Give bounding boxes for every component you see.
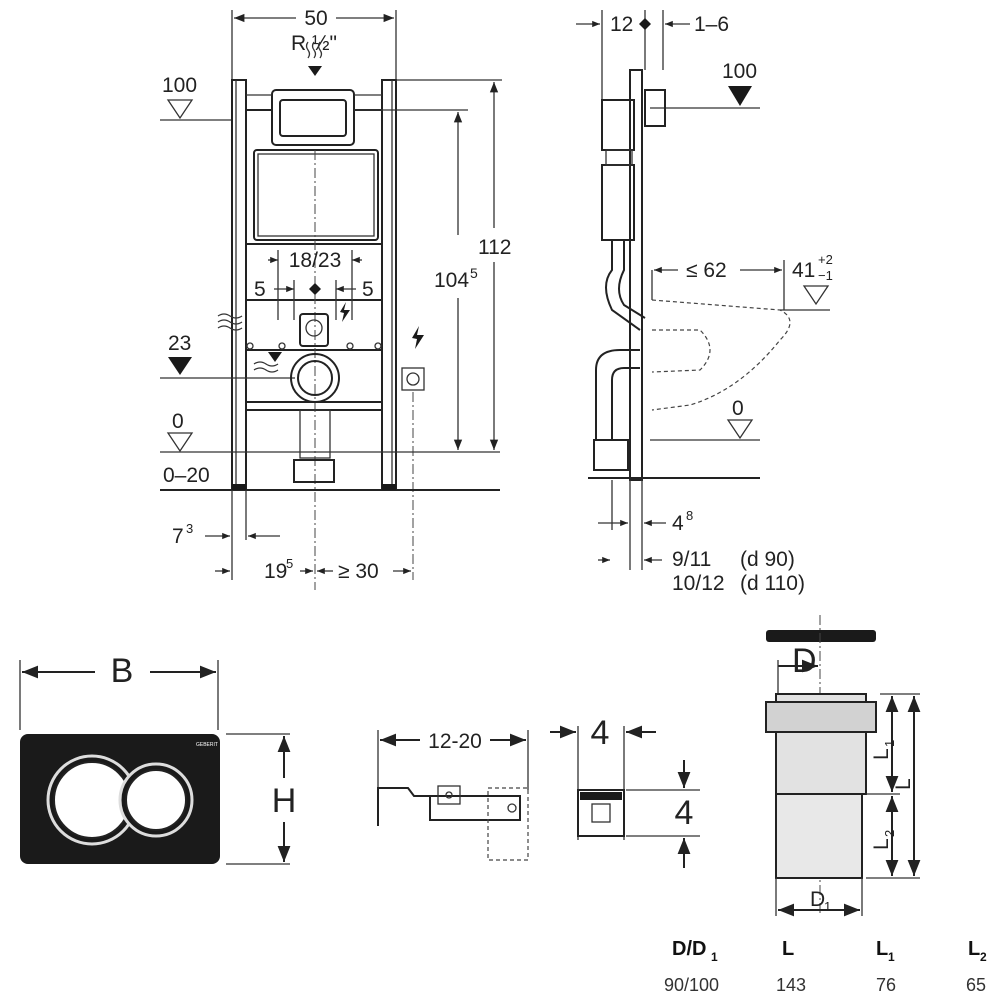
flush-plate: B GEBERIT H	[19, 652, 297, 865]
side-view: 12 1–6 100 ≤ 62 41 +2 −1	[576, 10, 833, 595]
dim-4-sup: 8	[686, 508, 693, 523]
side-level-100-label: 100	[722, 60, 757, 83]
dim-9-11-note: (d 90)	[740, 548, 795, 571]
front-view: 50 R ½" 100	[160, 7, 511, 590]
dim-19-sup: 5	[286, 556, 293, 571]
dim-9-11: 9/11	[672, 548, 711, 571]
dim-5-right: 5	[362, 278, 374, 301]
level-triangle-open	[166, 99, 194, 120]
table-header-d-d1-sub: 1	[711, 950, 718, 964]
plate-width-label: B	[111, 652, 134, 690]
table-cell-l: 143	[776, 975, 806, 995]
dimension-table: D/D 1 L L 1 L 2 90/100 143 76 65	[664, 938, 987, 995]
level-0-label: 0	[172, 410, 184, 433]
dim-10-12-note: (d 110)	[740, 572, 805, 595]
dim-4: 4	[672, 512, 684, 535]
level-23-label: 23	[168, 332, 191, 355]
side-level-0-label: 0	[732, 397, 744, 420]
pipe-d1-sub: 1	[824, 899, 831, 914]
dim-1-6: 1–6	[694, 13, 729, 36]
table-cell-l2: 65	[966, 975, 986, 995]
dim-41-tol-down: −1	[818, 268, 833, 283]
bracket-dim-height: 4	[675, 794, 694, 832]
drain-water-icon	[253, 352, 282, 373]
table-cell-d-d1: 90/100	[664, 975, 719, 995]
pipe-d-label: D	[792, 642, 817, 680]
water-supply-icon	[305, 41, 323, 76]
level-0-20-label: 0–20	[163, 464, 210, 487]
electric-icon	[340, 302, 350, 322]
dim-7: 7	[172, 525, 184, 548]
mounting-bracket: 12-20 4 4	[377, 714, 700, 868]
dim-19: 19	[264, 560, 287, 583]
pipe-l2-sub: 2	[882, 830, 897, 837]
bracket-dim-width: 4	[591, 714, 610, 752]
dim-41: 41	[792, 259, 815, 282]
dim-10-12: 10/12	[672, 572, 725, 595]
table-header-d-d1: D/D	[672, 938, 706, 960]
pipe-l1-label: L	[870, 748, 893, 760]
dim-41-tol-up: +2	[818, 252, 833, 267]
level-100-label: 100	[162, 74, 197, 97]
pipe-spigot	[775, 793, 863, 879]
pipe-l2-label: L	[870, 838, 893, 850]
table-cell-l1: 76	[876, 975, 896, 995]
connection-pipe: D L 1 L 2 L D 1	[765, 615, 921, 917]
table-header-l1-sub: 1	[888, 950, 895, 964]
dim-height-112: 112	[478, 236, 511, 259]
dim-height-104-sup: 5	[470, 265, 478, 281]
electrical-box	[401, 326, 425, 580]
dim-12: 12	[610, 13, 633, 36]
table-header-l2-sub: 2	[980, 950, 987, 964]
dim-18-23: 18/23	[289, 249, 342, 272]
dim-ge30: ≥ 30	[338, 560, 379, 583]
plate-brand: GEBERIT	[196, 742, 218, 748]
dim-7-sup: 3	[186, 521, 193, 536]
dim-thread: R ½"	[291, 32, 337, 55]
dim-le62: ≤ 62	[686, 259, 727, 282]
water-connection-icon	[217, 313, 243, 331]
pipe-d1-label: D	[810, 888, 825, 911]
table-row: 90/100 143 76 65	[664, 975, 986, 995]
pipe-l1-sub: 1	[882, 740, 897, 747]
table-header-l1: L	[876, 938, 888, 960]
table-header: D/D 1 L L 1 L 2	[672, 938, 987, 964]
bracket-dim-range: 12-20	[428, 730, 482, 753]
level-triangle-filled	[168, 357, 192, 375]
table-header-l2: L	[968, 938, 980, 960]
pipe-l-label: L	[892, 778, 915, 790]
dim-width-50: 50	[304, 7, 327, 30]
dim-height-104: 104	[434, 269, 469, 292]
plate-height-label: H	[272, 782, 297, 820]
dim-5-left: 5	[254, 278, 266, 301]
table-header-l: L	[782, 938, 794, 960]
